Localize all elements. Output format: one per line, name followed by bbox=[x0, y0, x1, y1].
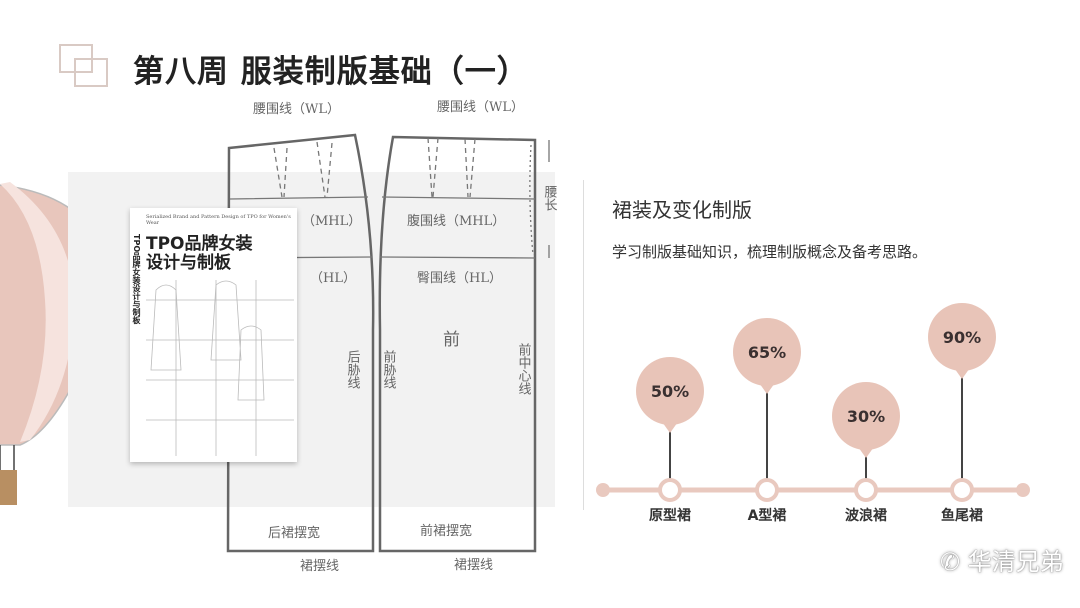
hl-front-label: 臀围线（HL） bbox=[417, 271, 502, 286]
hemline-front-label: 裙摆线 bbox=[454, 558, 493, 573]
vertical-divider bbox=[583, 180, 584, 510]
timeline-node bbox=[950, 478, 974, 502]
mhl-front-label: 腹围线（MHL） bbox=[407, 213, 505, 229]
timeline-item: 65% A型裙 bbox=[733, 318, 801, 524]
book-spine-title: TPO品牌女装设计与制板 bbox=[132, 234, 141, 325]
back-hem-width-label: 后裙摆宽 bbox=[268, 525, 320, 541]
percent-label: 90% bbox=[943, 328, 981, 347]
percent-label: 50% bbox=[651, 382, 689, 401]
watermark: ✆ 华清兄弟 bbox=[940, 542, 1064, 577]
front-center-line-label: 前中心线 bbox=[516, 342, 532, 395]
percent-bubble bbox=[928, 303, 996, 371]
front-skirt-outline bbox=[378, 135, 537, 553]
hl-back-label: （HL） bbox=[310, 271, 356, 286]
wechat-icon: ✆ bbox=[940, 548, 961, 576]
timeline-node bbox=[658, 478, 682, 502]
skirt-pattern-drawing: 腰围线（WL） 腰围线（WL） （MHL） 腹围线（MHL） （HL） 臀围线（… bbox=[226, 100, 558, 574]
front-hem-width-label: 前裙摆宽 bbox=[420, 523, 472, 539]
waist-length-label: 腰长 bbox=[542, 185, 558, 211]
timeline-item: 30% 波浪裙 bbox=[832, 382, 900, 524]
waistline-front-label: 腰围线（WL） bbox=[437, 100, 524, 115]
section-subtitle: 学习制版基础知识，梳理制版概念及备考思路。 bbox=[612, 243, 928, 261]
timeline-item: 90% 鱼尾裙 bbox=[928, 303, 996, 524]
book-title: TPO品牌女装设计与制板 bbox=[146, 234, 253, 273]
timeline-item: 50% 原型裙 bbox=[636, 357, 704, 524]
front-side-seam-label: 前胁线 bbox=[381, 349, 397, 389]
percent-bubble bbox=[636, 357, 704, 425]
percent-bubble bbox=[832, 382, 900, 450]
percent-bubble bbox=[733, 318, 801, 386]
back-side-seam-label: 后胁线 bbox=[345, 350, 361, 389]
page-title: 第八周 服装制版基础（一） bbox=[133, 54, 529, 90]
percent-label: 30% bbox=[847, 407, 885, 426]
timeline-node bbox=[755, 478, 779, 502]
book-cover: Serialized Brand and Pattern Design of T… bbox=[130, 208, 297, 462]
overlapping-squares-icon bbox=[59, 44, 108, 87]
waistline-back-label: 腰围线（WL） bbox=[253, 102, 340, 117]
category-label: 鱼尾裙 bbox=[941, 507, 983, 524]
category-label: 波浪裙 bbox=[845, 507, 887, 524]
mhl-back-label: （MHL） bbox=[302, 214, 361, 229]
timeline-start-dot bbox=[596, 483, 610, 497]
percent-label: 65% bbox=[748, 343, 786, 362]
progress-timeline: 50% 原型裙 65% A型裙 30% 波浪裙 90% 鱼尾裙 bbox=[596, 303, 1030, 524]
hemline-back-label: 裙摆线 bbox=[300, 559, 339, 574]
category-label: A型裙 bbox=[748, 507, 787, 524]
back-skirt-outline bbox=[226, 133, 375, 553]
front-label: 前 bbox=[443, 330, 460, 350]
section-title: 裙装及变化制版 bbox=[612, 198, 752, 222]
timeline-node bbox=[854, 478, 878, 502]
timeline-end-dot bbox=[1016, 483, 1030, 497]
watermark-text: 华清兄弟 bbox=[967, 548, 1064, 576]
category-label: 原型裙 bbox=[649, 507, 691, 524]
book-illustration bbox=[146, 280, 294, 456]
book-english-title: Serialized Brand and Pattern Design of T… bbox=[146, 214, 291, 226]
